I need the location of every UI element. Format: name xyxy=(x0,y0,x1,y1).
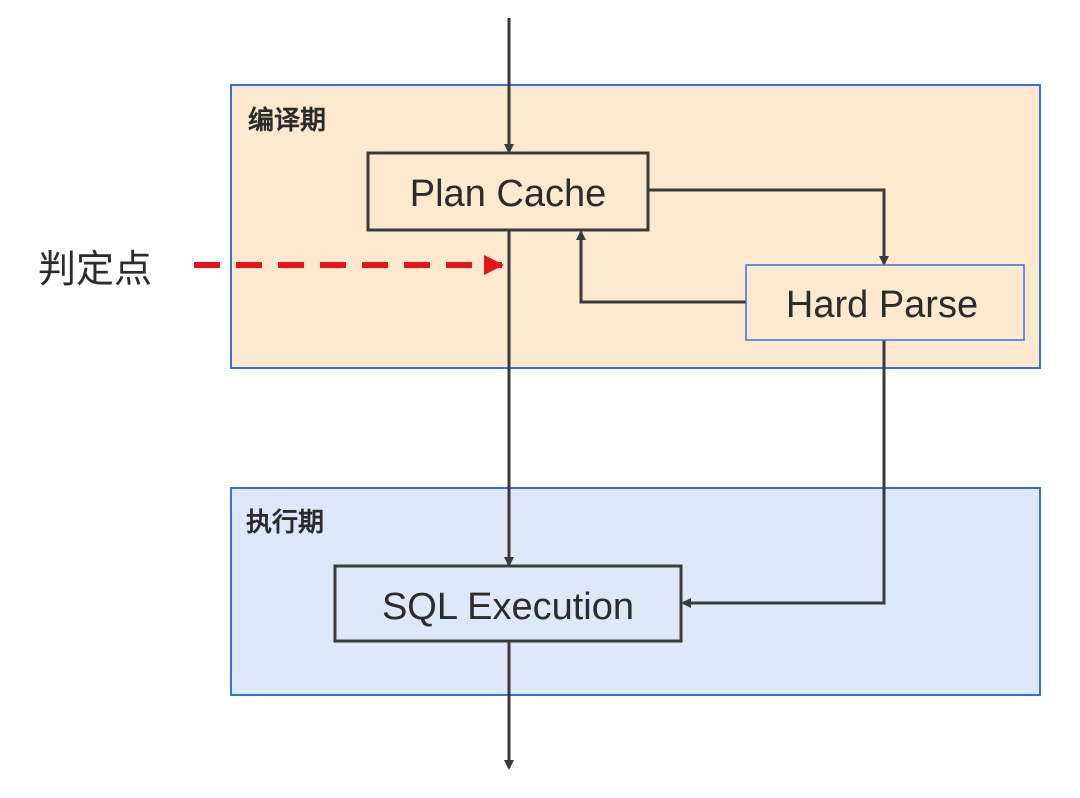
hard-parse-label: Hard Parse xyxy=(786,284,978,326)
plan-cache-label: Plan Cache xyxy=(410,173,606,215)
plan-cache-box xyxy=(366,151,650,232)
sql-execution-label: SQL Execution xyxy=(382,586,634,628)
arrow-plan-cache-to-hard-parse xyxy=(648,188,889,266)
execute-region-label: 执行期 xyxy=(246,507,324,538)
compile-region-label: 编译期 xyxy=(248,105,326,136)
decision-point-label: 判定点 xyxy=(38,247,152,291)
arrow-hard-parse-to-execution xyxy=(681,340,886,608)
hard-parse-box xyxy=(745,264,1025,341)
arrow-hard-parse-to-plan-cache xyxy=(576,230,746,304)
sql-execution-box xyxy=(333,564,683,643)
